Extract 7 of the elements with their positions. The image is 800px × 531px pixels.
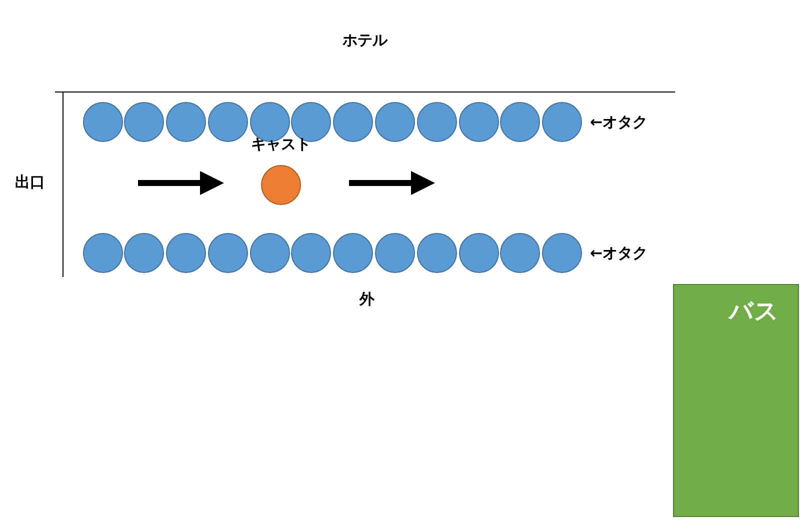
text-label: 出口	[15, 172, 45, 192]
text-label: ホテル	[342, 30, 388, 50]
text-label: ←オタク	[590, 112, 648, 132]
node-label: バス	[729, 296, 779, 327]
text-label: ←オタク	[590, 244, 648, 262]
text-label: 外	[360, 290, 374, 308]
bus-block	[673, 284, 799, 517]
